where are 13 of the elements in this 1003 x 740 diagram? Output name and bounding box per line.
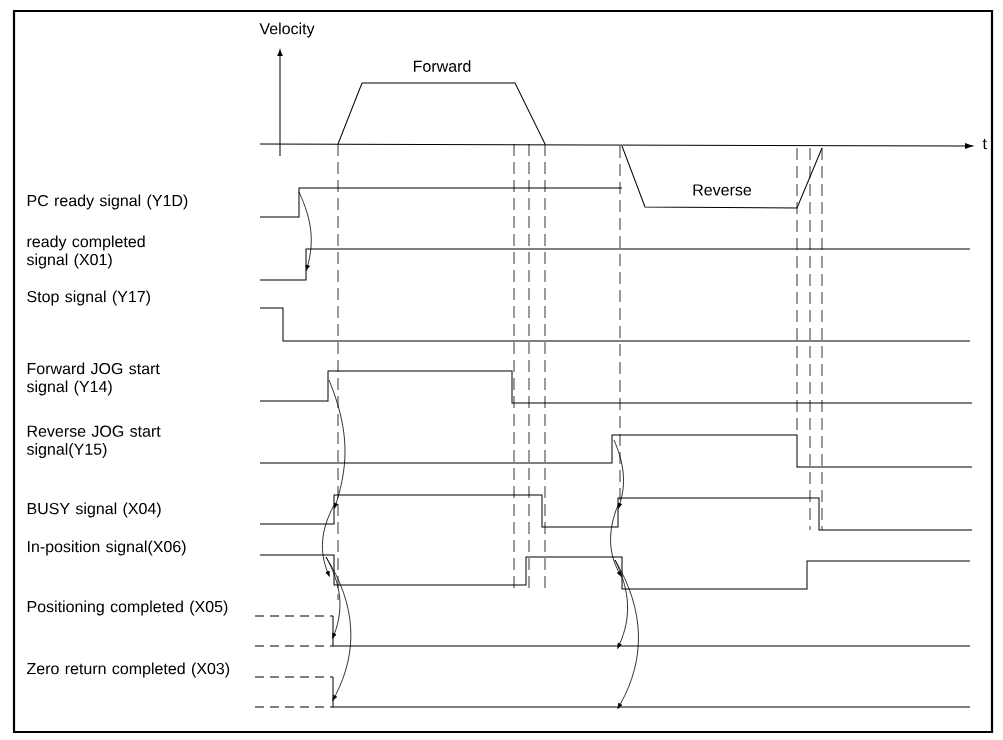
signal-label: Forward JOG start signal (Y14): [26, 362, 160, 396]
signal-label: Stop signal (Y17): [27, 290, 150, 306]
signal-label: In-position signal(X06): [28, 540, 186, 556]
signal-label: Reverse JOG start signal(Y15): [26, 425, 161, 458]
signal-label: Positioning completed (X05): [27, 600, 228, 616]
signal-label: Velocity: [259, 22, 315, 38]
signal-label: ready completed signal (X01): [26, 235, 145, 269]
signal-label: t: [982, 138, 987, 150]
signal-label: Zero return completed (X03): [27, 662, 230, 678]
signal-label: PC ready signal (Y1D): [27, 194, 188, 210]
signal-label: BUSY signal (X04): [27, 502, 161, 518]
signal-label: Reverse: [693, 184, 752, 196]
signal-label: Forward: [414, 60, 471, 72]
